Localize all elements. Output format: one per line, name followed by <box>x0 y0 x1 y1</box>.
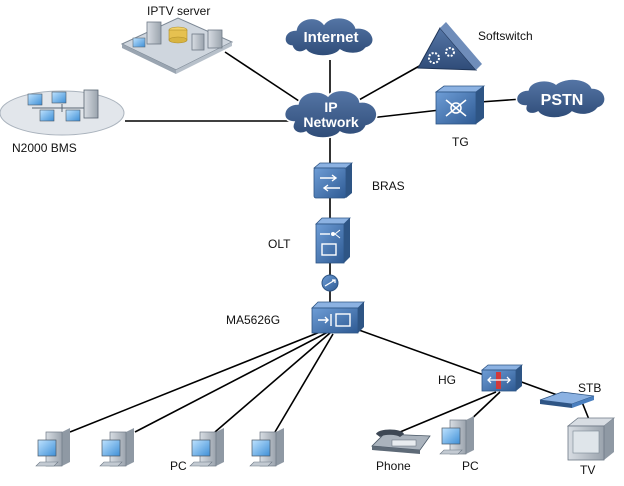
link-tg-pstn <box>479 98 523 103</box>
tg-label: TG <box>452 135 469 149</box>
iptv-server-icon <box>120 17 234 74</box>
hg-label: HG <box>438 373 456 387</box>
pstn-cloud-label: PSTN <box>541 92 584 109</box>
link-ma-pc1 <box>69 329 326 433</box>
softswitch-label: Softswitch <box>478 29 533 43</box>
stb-label: STB <box>578 381 601 395</box>
bras-label: BRAS <box>372 179 405 193</box>
ip-network-line2: Network <box>303 114 358 130</box>
link-ma-pc3 <box>214 332 331 433</box>
internet-cloud: Internet <box>284 16 374 57</box>
tv-label: TV <box>580 463 595 477</box>
ip-network-cloud: IP Network <box>284 89 378 139</box>
olt-icon <box>315 217 351 264</box>
links <box>69 51 591 433</box>
phone-icon <box>371 429 431 454</box>
ip-network-line1: IP <box>324 99 337 115</box>
link-ip-tg <box>369 109 441 119</box>
tg-icon <box>434 85 486 125</box>
internet-cloud-label: Internet <box>303 29 358 46</box>
link-hg-phone <box>399 391 497 433</box>
pc-icon <box>99 428 134 467</box>
link-hg-stb <box>515 379 561 397</box>
stb-icon <box>539 391 595 408</box>
iptv-server-label: IPTV server <box>147 4 210 18</box>
hg-icon <box>480 364 524 392</box>
pc-icon <box>439 416 474 455</box>
ma5626g-icon <box>311 301 365 334</box>
pc-icons <box>35 416 474 467</box>
pc-group-label: PC <box>170 459 187 473</box>
n2000-bms-label: N2000 BMS <box>12 141 77 155</box>
link-ma-pc4 <box>274 333 334 433</box>
pc-icon <box>249 428 284 467</box>
link-ip-iptv <box>224 51 306 106</box>
olt-label: OLT <box>268 237 291 251</box>
link-ip-softswitch <box>349 59 431 106</box>
ma5626g-label: MA5626G <box>226 313 280 327</box>
pc-icon <box>35 428 70 467</box>
pc-single-label: PC <box>462 459 479 473</box>
link-ma-hg <box>344 324 485 376</box>
phone-label: Phone <box>376 459 411 473</box>
pc-icon <box>189 428 224 467</box>
softswitch-icon <box>417 22 482 71</box>
splitter-icon <box>321 274 339 292</box>
n2000-bms-icon <box>0 89 125 136</box>
tv-icon <box>566 417 616 461</box>
pstn-cloud: PSTN <box>515 78 606 119</box>
bras-icon <box>312 162 354 199</box>
link-ma-pc2 <box>134 331 329 433</box>
